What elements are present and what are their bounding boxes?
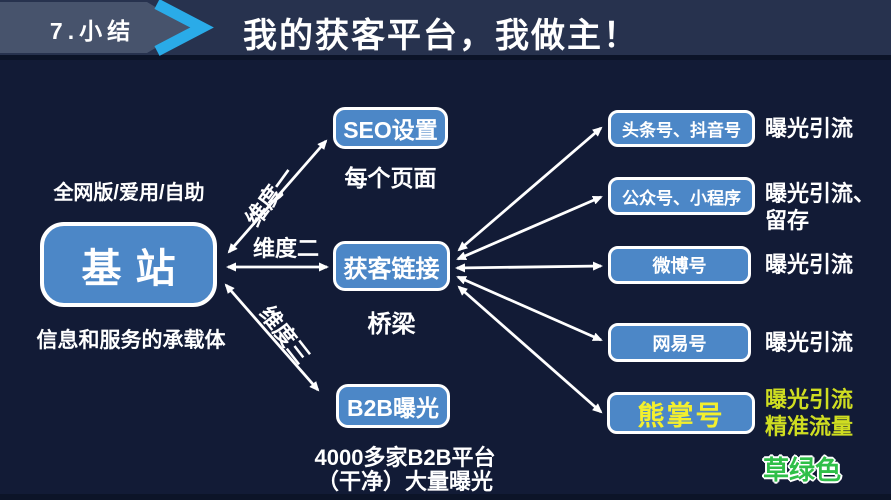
base-station-top-caption: 全网版/爱用/自助 xyxy=(53,182,205,204)
base-station-node: 基站 xyxy=(40,222,217,307)
b2b-caption-line2: （干净）大量曝光 xyxy=(316,469,493,495)
channel-weibo-node: 微博号 xyxy=(608,246,751,284)
bottom-bar xyxy=(0,494,891,500)
result-label-1: 曝光引流 xyxy=(765,116,854,141)
result-label-5-line1: 曝光引流 xyxy=(765,387,854,412)
channel-toutiao-douyin-node: 头条号、抖音号 xyxy=(608,110,755,147)
b2b-caption-line1: 4000多家B2B平台 xyxy=(314,445,496,470)
base-station-bottom-caption: 信息和服务的承载体 xyxy=(36,329,226,352)
result-label-3: 曝光引流 xyxy=(765,252,854,277)
result-label-5-line2: 精准流量 xyxy=(765,413,854,439)
slide-title: 我的获客平台，我做主！ xyxy=(243,17,639,55)
result-label-4: 曝光引流 xyxy=(765,330,854,355)
result-label-5: 曝光引流 精准流量 xyxy=(765,387,853,441)
result-label-2-line2: 留存 xyxy=(765,207,810,233)
channel-gongzhonghao-node: 公众号、小程序 xyxy=(608,177,755,215)
channel-wangyi-node: 网易号 xyxy=(608,323,751,362)
section-tag-shape xyxy=(0,0,214,56)
b2b-node: B2B曝光 xyxy=(336,384,450,428)
acquisition-link-node: 获客链接 xyxy=(333,241,450,291)
result-label-2: 曝光引流、 留存 xyxy=(765,181,875,235)
green-color-note: 草绿色 xyxy=(763,455,842,485)
channel-xiongzhang-node: 熊掌号 xyxy=(607,392,755,434)
acquisition-link-caption: 桥梁 xyxy=(367,311,416,338)
header-divider xyxy=(0,55,891,60)
dimension-2-label: 维度二 xyxy=(253,236,320,261)
result-label-2-line1: 曝光引流、 xyxy=(765,181,876,206)
seo-caption: 每个页面 xyxy=(344,165,437,191)
seo-node: SEO设置 xyxy=(333,107,448,149)
b2b-caption: 4000多家B2B平台 （干净）大量曝光 xyxy=(300,445,510,495)
section-tag-label: 7.小结 xyxy=(49,18,136,44)
